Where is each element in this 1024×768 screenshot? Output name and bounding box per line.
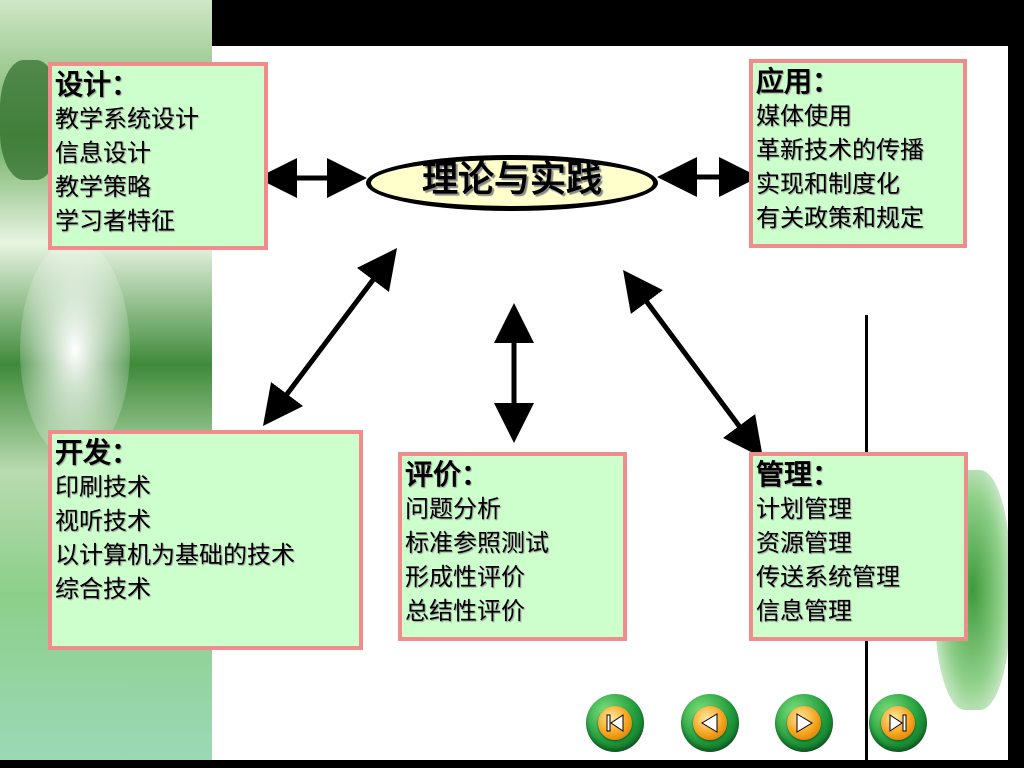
application-item: 有关政策和规定 [756,204,924,232]
evaluation-item: 形成性评价 [405,563,525,591]
management-item: 资源管理 [756,529,852,557]
evaluation-box: 评价： 问题分析 标准参照测试 形成性评价 总结性评价 [398,452,627,641]
center-ellipse [366,155,658,211]
last-slide-button[interactable] [869,694,927,752]
development-item: 以计算机为基础的技术 [55,541,295,569]
design-box: 设计： 教学系统设计 信息设计 教学策略 学习者特征 [48,62,268,250]
skip-to-end-icon [889,714,907,732]
skip-to-start-icon [606,714,624,732]
evaluation-item: 总结性评价 [405,597,525,625]
application-heading: 应用： [756,65,841,98]
left-decorative-highlight [20,240,130,460]
application-item: 媒体使用 [756,102,852,130]
application-item: 革新技术的传播 [756,136,924,164]
development-item: 综合技术 [55,575,151,603]
development-box: 开发： 印刷技术 视听技术 以计算机为基础的技术 综合技术 [48,430,363,650]
development-item: 视听技术 [55,507,151,535]
management-item: 计划管理 [756,495,852,523]
application-item: 实现和制度化 [756,170,900,198]
development-item: 印刷技术 [55,473,151,501]
design-item: 学习者特征 [55,207,175,235]
management-heading: 管理： [756,458,841,491]
next-arrow-icon [796,713,813,733]
application-box: 应用： 媒体使用 革新技术的传播 实现和制度化 有关政策和规定 [749,59,967,248]
right-black-border [1008,46,1024,768]
center-title: 理论与实践 [421,159,602,200]
evaluation-item: 问题分析 [405,495,501,523]
design-item: 教学策略 [55,173,151,201]
arrow-center-development [262,248,398,426]
management-item: 信息管理 [756,597,852,625]
management-item: 传送系统管理 [756,563,900,591]
development-heading: 开发： [55,436,140,469]
next-slide-button[interactable] [775,694,833,752]
design-heading: 设计： [55,68,140,101]
arrow-center-management [623,269,763,459]
first-slide-button[interactable] [586,694,644,752]
design-item: 信息设计 [55,139,151,167]
bottom-black-border [0,760,1024,768]
evaluation-item: 标准参照测试 [405,529,549,557]
previous-slide-button[interactable] [681,694,739,752]
design-item: 教学系统设计 [55,105,199,133]
management-box: 管理： 计划管理 资源管理 传送系统管理 信息管理 [749,452,968,641]
evaluation-heading: 评价： [405,458,490,491]
previous-arrow-icon [701,713,718,733]
